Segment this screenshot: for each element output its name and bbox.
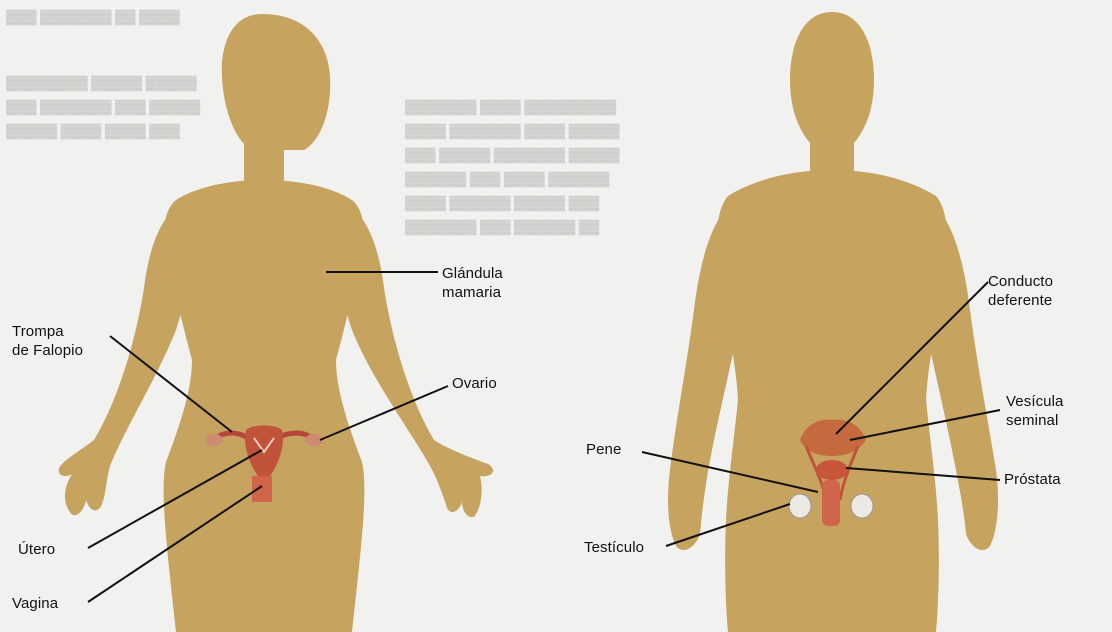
label-fallopian-tube: Trompa de Falopio bbox=[12, 322, 83, 360]
label-prostate: Próstata bbox=[1004, 470, 1061, 489]
label-fallopian-tube-line2: de Falopio bbox=[12, 341, 83, 360]
label-mammary-gland: Glándula mamaria bbox=[442, 264, 503, 302]
testicle-right bbox=[851, 494, 873, 518]
label-seminal-vesicle-line2: seminal bbox=[1006, 411, 1064, 430]
label-vas-deferens-line2: deferente bbox=[988, 291, 1053, 310]
testicle-left bbox=[789, 494, 811, 518]
label-seminal-vesicle-line1: Vesícula bbox=[1006, 392, 1064, 411]
label-fallopian-tube-line1: Trompa bbox=[12, 322, 83, 341]
label-vas-deferens-line1: Conducto bbox=[988, 272, 1053, 291]
penis bbox=[822, 480, 840, 526]
label-testicle: Testículo bbox=[584, 538, 644, 557]
label-ovary: Ovario bbox=[452, 374, 497, 393]
label-penis: Pene bbox=[586, 440, 621, 459]
label-vas-deferens: Conducto deferente bbox=[988, 272, 1053, 310]
label-uterus: Útero bbox=[18, 540, 55, 559]
prostate bbox=[816, 460, 848, 480]
female-silhouette bbox=[59, 14, 493, 632]
label-seminal-vesicle: Vesícula seminal bbox=[1006, 392, 1064, 430]
label-mammary-gland-line2: mamaria bbox=[442, 283, 503, 302]
label-vagina: Vagina bbox=[12, 594, 58, 613]
vagina bbox=[252, 476, 272, 502]
ovary-left bbox=[205, 434, 223, 446]
label-mammary-gland-line1: Glándula bbox=[442, 264, 503, 283]
